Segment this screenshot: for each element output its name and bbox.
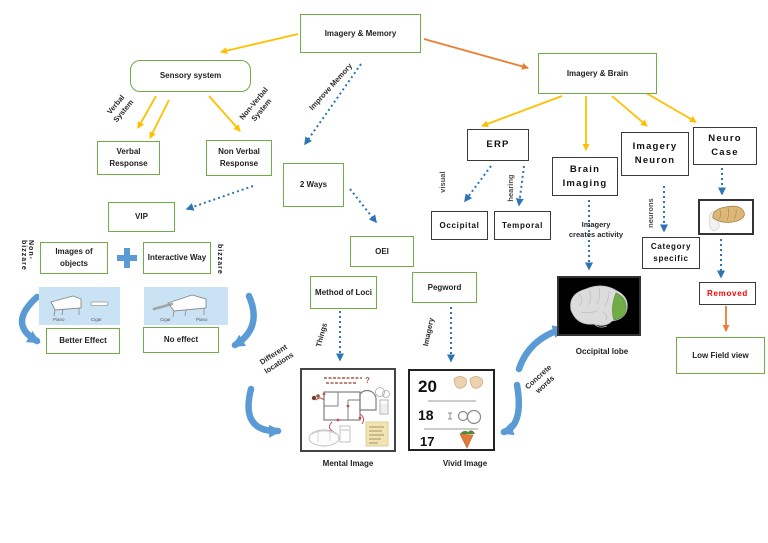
mental-image-caption: Mental Image bbox=[322, 459, 374, 468]
node-pegword: Pegword bbox=[412, 272, 477, 303]
svg-text:?: ? bbox=[365, 376, 370, 385]
node-erp: ERP bbox=[467, 129, 529, 161]
vivid-number-18: 18 bbox=[418, 407, 434, 423]
svg-text:Piano: Piano bbox=[196, 317, 208, 322]
svg-text:Piano: Piano bbox=[53, 317, 65, 322]
node-brain-imaging: Brain Imaging bbox=[552, 157, 618, 196]
edge-label-imagery-creates-activity: Imagery creates activity bbox=[568, 220, 624, 240]
node-vip: VIP bbox=[108, 202, 175, 232]
node-neuro-case: Neuro Case bbox=[693, 127, 757, 165]
brain-occipital-highlight-image bbox=[557, 276, 641, 336]
node-occipital: Occipital bbox=[431, 211, 488, 240]
node-oei: OEI bbox=[350, 236, 414, 267]
cigar-on-piano-image: Cigar Piano bbox=[144, 287, 228, 325]
node-non-verbal-response: Non Verbal Response bbox=[206, 140, 272, 176]
node-imagery-brain: Imagery & Brain bbox=[538, 53, 657, 94]
yellow-arrows bbox=[137, 33, 697, 151]
pegword-numbers-image: 20 18 17 bbox=[408, 369, 495, 451]
svg-text:Cigar: Cigar bbox=[91, 317, 102, 322]
vivid-number-20: 20 bbox=[418, 377, 437, 396]
edge-label-non-bizzare: Non- bizzare bbox=[20, 240, 34, 271]
node-two-ways: 2 Ways bbox=[283, 163, 344, 207]
edge-label-neurons: neurons bbox=[645, 198, 655, 228]
vivid-image-caption: Vivid Image bbox=[442, 459, 488, 468]
edge-label-bizzare: bizzare bbox=[216, 244, 223, 275]
vivid-number-17: 17 bbox=[420, 434, 434, 449]
node-temporal: Temporal bbox=[494, 211, 551, 240]
node-removed: Removed bbox=[699, 282, 756, 305]
node-better-effect: Better Effect bbox=[46, 328, 120, 354]
node-verbal-response: Verbal Response bbox=[97, 141, 160, 175]
piano-and-cigar-image: Piano Cigar bbox=[39, 287, 120, 325]
node-interactive-way: Interactive Way bbox=[143, 242, 211, 274]
node-category-specific: Category specific bbox=[642, 237, 700, 269]
head-with-brain-image bbox=[698, 199, 754, 235]
node-method-of-loci: Method of Loci bbox=[310, 276, 377, 309]
occipital-lobe-caption: Occipital lobe bbox=[575, 347, 629, 356]
svg-text:Cigar: Cigar bbox=[160, 317, 171, 322]
method-of-loci-floorplan-image: ? bbox=[300, 368, 396, 452]
node-no-effect: No effect bbox=[143, 327, 219, 353]
orange-arrows bbox=[423, 38, 730, 332]
blue-dotted-arrows bbox=[185, 63, 726, 363]
node-low-field-view: Low Field view bbox=[676, 337, 765, 374]
edge-label-hearing: hearing bbox=[505, 174, 515, 202]
plus-icon bbox=[117, 248, 137, 268]
node-imagery-neuron: Imagery Neuron bbox=[621, 132, 689, 176]
edge-label-visual: visual bbox=[437, 171, 447, 193]
node-images-of-objects: Images of objects bbox=[40, 242, 108, 274]
node-sensory-system: Sensory system bbox=[130, 60, 251, 92]
curved-blue-arrows bbox=[18, 292, 566, 438]
node-imagery-memory: Imagery & Memory bbox=[300, 14, 421, 53]
